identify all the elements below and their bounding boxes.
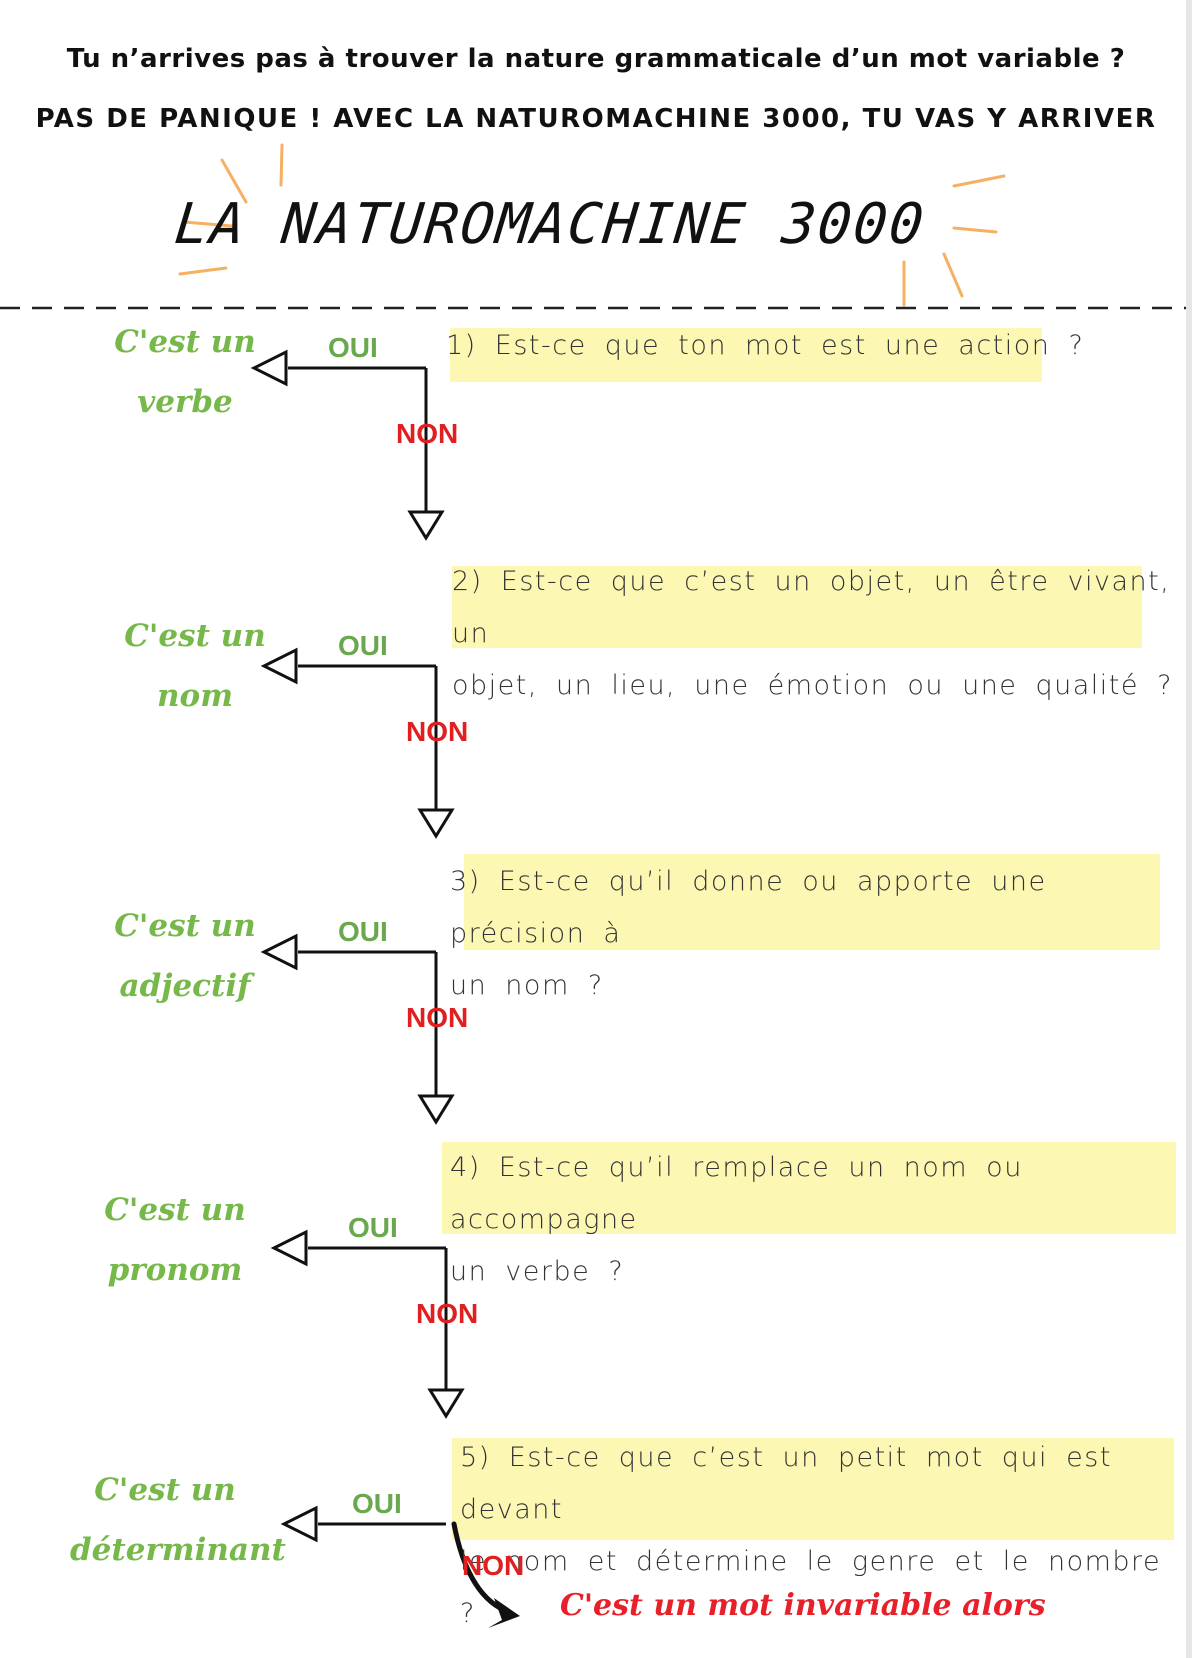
question-4-line2: un verbe ? <box>450 1256 625 1287</box>
yes-label-4: OUI <box>348 1212 398 1243</box>
question-5-line1: 5) Est-ce que c’est un petit mot qui est… <box>460 1442 1112 1525</box>
intro-question: Tu n’arrives pas à trouver la nature gra… <box>66 44 1126 74</box>
down-arrowhead-icon <box>427 1388 465 1419</box>
question-2: 2) Est-ce que c’est un objet, un être vi… <box>452 556 1192 712</box>
question-3: 3) Est-ce qu’il donne ou apporte une pré… <box>450 856 1192 1012</box>
question-1: 1) Est-ce que ton mot est une action ? <box>446 320 1084 372</box>
answer-verbe-line2: verbe <box>137 384 233 420</box>
answer-nom-line1: C'est un <box>124 618 266 654</box>
page-edge <box>1186 0 1192 1658</box>
question-4: 4) Est-ce qu’il remplace un nom ou accom… <box>450 1142 1192 1298</box>
answer-determinant-line1: C'est un <box>94 1472 236 1508</box>
no-label-4: NON <box>416 1298 479 1329</box>
answer-verbe: C'est un verbe <box>100 312 270 432</box>
answer-determinant: C'est un déterminant <box>70 1460 286 1580</box>
down-arrowhead-icon <box>417 1094 455 1125</box>
question-2-line1: 2) Est-ce que c’est un objet, un être vi… <box>452 566 1171 649</box>
sun-rays-icon <box>178 143 1006 307</box>
question-1-line1: 1) Est-ce que ton mot est une action ? <box>446 330 1085 361</box>
answer-determinant-line2: déterminant <box>70 1532 286 1568</box>
question-3-line2: un nom ? <box>450 970 604 1001</box>
no-label-1: NON <box>396 418 459 449</box>
left-arrowhead-icon <box>280 1505 318 1543</box>
intro-reassurance: PAS DE PANIQUE ! AVEC LA NATUROMACHINE 3… <box>35 104 1157 134</box>
left-arrowhead-icon <box>260 647 298 685</box>
answer-adjectif: C'est un adjectif <box>100 896 270 1016</box>
answer-adjectif-line2: adjectif <box>119 968 251 1004</box>
answer-pronom-line1: C'est un <box>104 1192 246 1228</box>
curved-arrowhead-icon <box>488 1598 520 1628</box>
answer-adjectif-line1: C'est un <box>114 908 256 944</box>
question-5-line2: le nom et détermine le genre et le nombr… <box>460 1546 1162 1629</box>
answer-pronom-line2: pronom <box>107 1252 243 1288</box>
yes-label-5: OUI <box>352 1488 402 1519</box>
yes-label-3: OUI <box>338 916 388 947</box>
highlight-q4 <box>442 1142 1176 1234</box>
question-5: 5) Est-ce que c’est un petit mot qui est… <box>460 1432 1192 1640</box>
answer-pronom: C'est un pronom <box>90 1180 260 1300</box>
left-arrowhead-icon <box>250 349 288 387</box>
left-arrowhead-icon <box>270 1229 308 1267</box>
final-conclusion: C'est un mot invariable alors <box>560 1588 1046 1623</box>
down-arrowhead-icon <box>417 808 455 839</box>
highlight-q3 <box>464 854 1160 950</box>
final-curved-arrow <box>451 1521 507 1613</box>
no-label-3: NON <box>406 1002 469 1033</box>
question-4-line1: 4) Est-ce qu’il remplace un nom ou accom… <box>450 1152 1023 1235</box>
left-arrowhead-icon <box>260 933 298 971</box>
question-2-line2: objet, un lieu, une émotion ou une quali… <box>452 670 1173 701</box>
answer-nom: C'est un nom <box>110 606 280 726</box>
down-arrowhead-icon <box>407 510 445 541</box>
no-label-5: NON <box>462 1550 525 1581</box>
yes-label-1: OUI <box>328 332 378 363</box>
answer-nom-line2: nom <box>156 678 234 714</box>
question-3-line1: 3) Est-ce qu’il donne ou apporte une pré… <box>450 866 1047 949</box>
highlight-q2 <box>452 566 1142 648</box>
highlight-q1 <box>450 328 1042 382</box>
yes-label-2: OUI <box>338 630 388 661</box>
highlight-q5 <box>452 1438 1174 1540</box>
answer-verbe-line1: C'est un <box>114 324 256 360</box>
no-label-2: NON <box>406 716 469 747</box>
